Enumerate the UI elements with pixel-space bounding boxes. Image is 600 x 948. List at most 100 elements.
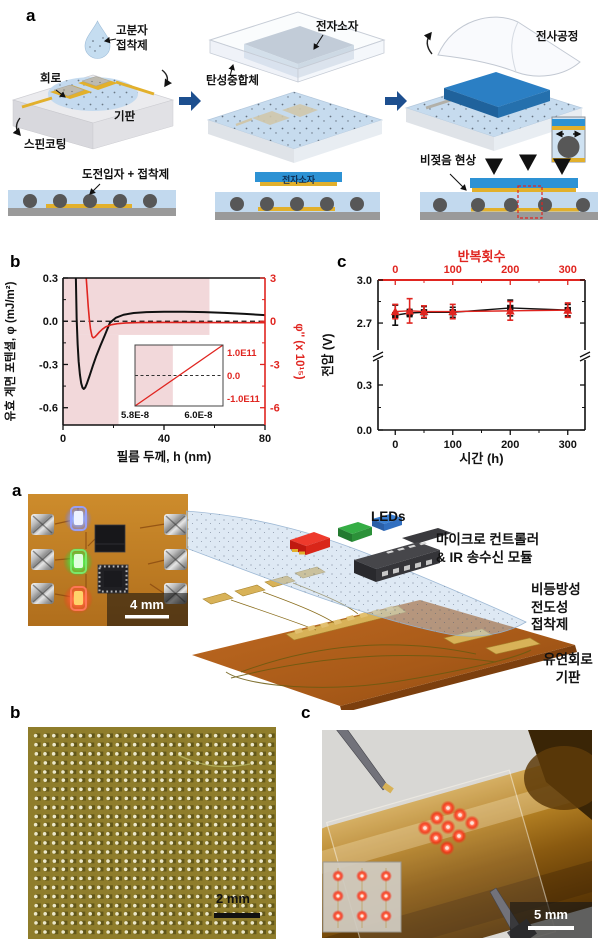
array-dot <box>96 841 101 845</box>
dot-shadow <box>198 885 203 890</box>
dot-shadow <box>188 885 194 890</box>
array-dot <box>78 867 83 872</box>
led-core <box>457 834 461 838</box>
array-dot <box>196 796 200 801</box>
dot-shadow <box>108 777 113 783</box>
array-dot <box>96 885 101 890</box>
array-dot <box>213 822 218 827</box>
dot-shadow <box>161 814 167 819</box>
array-dot <box>61 822 66 827</box>
dot-shadow <box>179 787 185 792</box>
xtick-top: 100 <box>444 264 462 276</box>
dot-shadow <box>162 920 167 926</box>
array-dot <box>268 867 272 872</box>
led-core <box>470 821 474 825</box>
dot-shadow <box>162 760 167 766</box>
array-dot <box>97 733 101 738</box>
array-dot <box>232 876 236 881</box>
array-dot <box>259 832 263 836</box>
step-arrow-1-icon <box>179 91 201 111</box>
array-dot <box>169 885 174 890</box>
highlight-dashed-box <box>517 185 543 219</box>
array-dot <box>52 903 57 908</box>
dot-shadow <box>252 777 257 783</box>
array-dot <box>196 787 200 792</box>
dot-shadow <box>144 805 149 810</box>
array-dot <box>258 822 263 827</box>
array-dot <box>195 850 200 854</box>
array-dot <box>249 903 254 908</box>
array-dot <box>88 778 92 782</box>
dot-shadow <box>233 840 239 846</box>
array-dot <box>106 787 110 792</box>
array-dot <box>115 733 119 738</box>
dot-shadow <box>143 929 149 935</box>
array-dot <box>250 850 254 854</box>
dot-shadow <box>54 769 59 775</box>
coated-substrate-3d <box>206 91 384 163</box>
dot-shadow <box>54 894 59 899</box>
array-dot <box>61 921 65 925</box>
array-dot <box>88 761 93 765</box>
dot-shadow <box>107 894 113 899</box>
dot-shadow <box>44 831 50 837</box>
array-dot <box>177 921 182 925</box>
array-dot <box>168 822 173 827</box>
array-dot <box>97 876 101 881</box>
array-dot <box>186 752 191 756</box>
dot-shadow <box>162 733 167 738</box>
dot-shadow <box>198 831 203 837</box>
dot-shadow <box>162 796 167 801</box>
dot-shadow <box>171 894 176 899</box>
array-dot <box>43 761 48 765</box>
array-dot <box>88 822 92 827</box>
array-dot <box>106 733 111 738</box>
array-dot <box>115 930 119 934</box>
array-dot <box>241 930 245 934</box>
dot-shadow <box>126 796 131 801</box>
array-dot <box>169 876 173 881</box>
array-dot <box>114 903 119 908</box>
array-dot <box>204 814 209 819</box>
array-dot <box>151 885 155 890</box>
dot-shadow <box>108 858 113 864</box>
array-dot <box>214 850 218 854</box>
array-dot <box>87 921 92 925</box>
dot-shadow <box>90 903 95 908</box>
dot-shadow <box>126 858 131 864</box>
dot-shadow <box>269 876 275 881</box>
array-dot <box>151 832 155 836</box>
dot-shadow <box>63 858 68 864</box>
array-dot <box>34 796 39 801</box>
array-dot <box>160 841 164 845</box>
array-dot <box>133 770 137 774</box>
array-dot <box>160 885 164 890</box>
dot-shadow <box>225 822 230 827</box>
array-dot <box>196 742 200 747</box>
array-dot <box>142 822 146 827</box>
inset-led-core <box>360 874 364 878</box>
array-dot <box>106 770 110 774</box>
dot-shadow <box>143 796 149 801</box>
dot-shadow <box>171 831 176 837</box>
dot-shadow <box>135 751 140 757</box>
dot-shadow <box>45 840 50 846</box>
array-dot <box>159 859 164 863</box>
array-dot <box>240 805 245 810</box>
array-dot <box>61 841 65 845</box>
dot-shadow <box>225 777 230 783</box>
dot-shadow <box>252 742 257 747</box>
led-core <box>445 846 449 850</box>
dot-shadow <box>126 805 131 810</box>
dot-shadow <box>144 742 149 747</box>
dot-shadow <box>54 876 59 881</box>
array-dot <box>259 859 263 863</box>
dot-shadow <box>179 742 185 747</box>
dot-shadow <box>198 787 203 792</box>
array-dot <box>88 841 92 845</box>
array-dot <box>142 867 146 872</box>
array-dot <box>34 930 39 934</box>
dot-shadow <box>162 831 167 837</box>
scalebar-b-text: 2 mm <box>216 891 250 906</box>
dot-shadow <box>171 840 176 846</box>
